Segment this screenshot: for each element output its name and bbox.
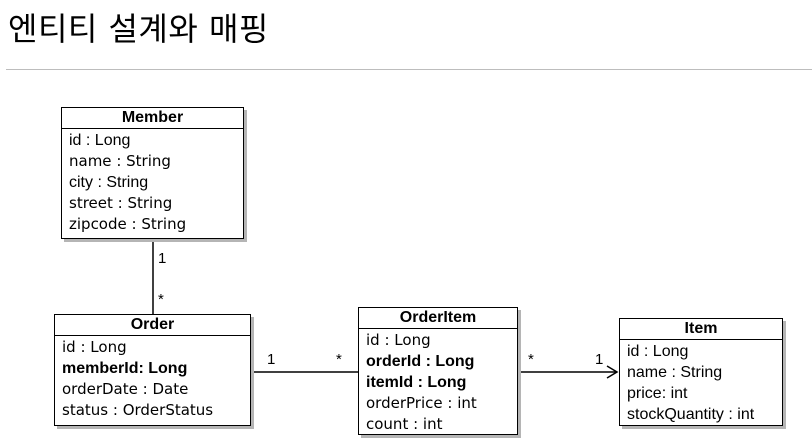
field-name: orderId <box>366 353 422 370</box>
multiplicity-orderitem-item-from: * <box>528 351 534 368</box>
field-row-key: orderId : Long <box>366 353 475 370</box>
field-row: orderPrice : int <box>366 394 477 412</box>
field-name: stockQuantity <box>627 406 724 423</box>
field-name: city <box>69 174 93 191</box>
field-row: id : Long <box>62 338 127 356</box>
field-name: orderDate <box>62 380 138 398</box>
field-type: int <box>737 406 755 423</box>
entity-name: Item <box>620 319 782 340</box>
field-type: int <box>670 385 688 402</box>
field-name: id <box>366 331 380 349</box>
field-name: status <box>62 401 109 419</box>
field-name: id <box>62 338 76 356</box>
field-list: id : Long name : String city : String st… <box>62 129 243 235</box>
field-name: price <box>627 385 662 402</box>
multiplicity-orderitem-item-to: 1 <box>595 351 604 368</box>
field-row: price: int <box>627 385 688 402</box>
field-row-key: itemId : Long <box>366 374 467 391</box>
field-row: city : String <box>69 174 149 191</box>
entity-name: Order <box>55 315 250 336</box>
field-name: memberId <box>62 360 139 377</box>
field-name: id <box>69 132 82 149</box>
field-row: id : Long <box>69 132 131 149</box>
field-name: itemId <box>366 374 414 391</box>
field-type: Long <box>427 374 467 391</box>
field-type: Long <box>94 132 131 149</box>
field-row: id : Long <box>627 343 689 360</box>
field-name: orderPrice <box>366 394 443 412</box>
field-type: String <box>141 215 187 233</box>
field-row: zipcode : String <box>69 215 187 233</box>
field-row: id : Long <box>366 331 431 349</box>
multiplicity-order-orderitem-to: * <box>336 351 342 368</box>
entity-item: Item id : Long name : String price: int … <box>619 318 783 426</box>
multiplicity-order-orderitem-from: 1 <box>267 351 276 368</box>
field-row-key: memberId: Long <box>62 360 188 377</box>
field-row: stockQuantity : int <box>627 406 755 423</box>
field-list: id : Long orderId : Long itemId : Long o… <box>359 329 517 435</box>
entity-order: Order id : Long memberId: Long orderDate… <box>54 314 251 426</box>
field-row: count : int <box>366 415 443 433</box>
field-row: name : String <box>627 364 723 381</box>
field-type: Long <box>148 360 188 377</box>
field-row: orderDate : Date <box>62 380 189 398</box>
arrowhead-icon <box>606 365 619 379</box>
field-name: name <box>627 364 668 381</box>
field-name: id <box>627 343 640 360</box>
field-name: name <box>69 152 112 170</box>
field-row: status : OrderStatus <box>62 401 214 419</box>
field-type: String <box>126 152 171 170</box>
entity-orderitem: OrderItem id : Long orderId : Long itemI… <box>358 307 518 435</box>
field-name: street <box>69 194 113 212</box>
field-type: int <box>457 394 477 412</box>
multiplicity-member-order-from: 1 <box>158 250 167 267</box>
field-type: Long <box>435 353 475 370</box>
page-title: 엔티티 설계와 매핑 <box>8 10 269 48</box>
field-row: street : String <box>69 194 173 212</box>
title-divider <box>6 69 812 70</box>
field-row: name : String <box>69 152 171 170</box>
field-type: OrderStatus <box>122 401 214 419</box>
entity-name: OrderItem <box>359 308 517 329</box>
field-name: zipcode <box>69 215 127 233</box>
field-type: String <box>106 174 149 191</box>
field-type: int <box>422 415 443 433</box>
field-type: Long <box>394 331 431 349</box>
field-list: id : Long name : String price: int stock… <box>620 340 782 425</box>
field-name: count <box>366 415 409 433</box>
field-type: String <box>127 194 173 212</box>
field-type: Long <box>90 338 127 356</box>
field-type: String <box>680 364 723 381</box>
multiplicity-member-order-to: * <box>158 291 164 308</box>
entity-name: Member <box>62 108 243 129</box>
field-type: Long <box>652 343 689 360</box>
entity-member: Member id : Long name : String city : St… <box>61 107 244 239</box>
field-list: id : Long memberId: Long orderDate : Dat… <box>55 336 250 421</box>
field-type: Date <box>152 380 189 398</box>
